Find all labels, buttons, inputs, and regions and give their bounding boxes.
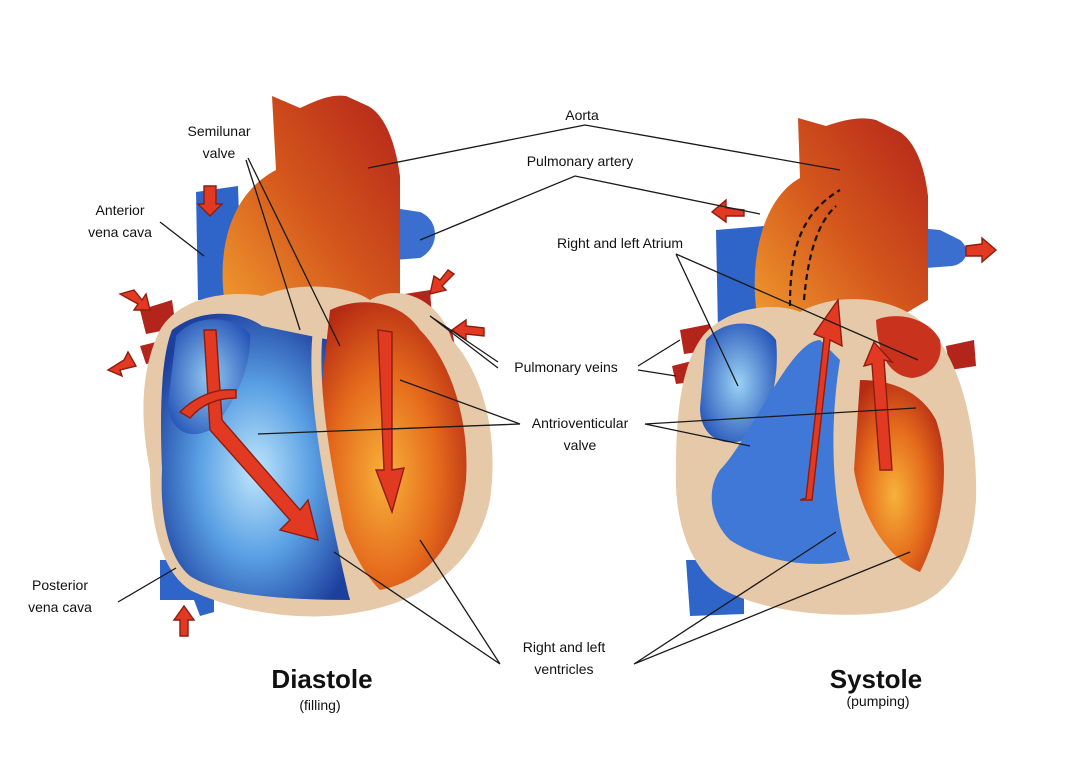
flow-arrow <box>862 340 895 471</box>
vena-cava <box>716 226 766 330</box>
labels: Aorta Semilunar valve Pulmonary artery A… <box>28 107 922 713</box>
inflow-arrow <box>118 289 151 311</box>
right-ventricle <box>711 340 850 564</box>
diastole-title: Diastole <box>271 664 372 694</box>
label-pulmonary-artery: Pulmonary artery <box>527 153 634 169</box>
systole-subtitle: (pumping) <box>846 693 909 709</box>
right-atrium <box>700 323 777 443</box>
systole-heart <box>672 118 998 616</box>
label-semilunar-line2: valve <box>203 145 236 161</box>
flow-arrow <box>203 329 319 541</box>
label-aorta: Aorta <box>565 107 599 123</box>
label-ventricles-line1: Right and left <box>523 639 606 655</box>
label-posterior-vena-cava-line2: vena cava <box>28 599 92 615</box>
diastole-heart <box>106 95 493 637</box>
label-atrium: Right and left Atrium <box>557 235 683 251</box>
label-semilunar-line1: Semilunar <box>187 123 250 139</box>
label-anterior-vena-cava-line2: vena cava <box>88 224 152 240</box>
aorta <box>754 118 928 340</box>
flow-arrow <box>799 298 843 501</box>
label-av-valve-line1: Antrioventicular <box>532 415 629 431</box>
inflow-arrow <box>106 350 138 378</box>
aorta <box>222 95 400 330</box>
flow-arrow <box>374 329 405 515</box>
ejection-path <box>788 189 841 307</box>
label-av-valve-line2: valve <box>564 437 597 453</box>
pulmonary-vein <box>946 340 976 370</box>
label-posterior-vena-cava-line1: Posterior <box>32 577 88 593</box>
inflow-arrow <box>172 604 196 637</box>
label-pulmonary-veins: Pulmonary veins <box>514 359 618 375</box>
systole-title: Systole <box>830 664 923 694</box>
inflow-arrow <box>429 269 456 295</box>
outflow-arrow <box>965 236 998 264</box>
flow-arrow <box>178 389 237 419</box>
outflow-arrow <box>710 198 745 224</box>
label-anterior-vena-cava-line1: Anterior <box>95 202 144 218</box>
inflow-arrow <box>196 185 224 217</box>
leader-lines <box>117 124 919 665</box>
label-ventricles-line2: ventricles <box>534 661 593 677</box>
diastole-subtitle: (filling) <box>299 697 340 713</box>
septum <box>311 329 359 598</box>
